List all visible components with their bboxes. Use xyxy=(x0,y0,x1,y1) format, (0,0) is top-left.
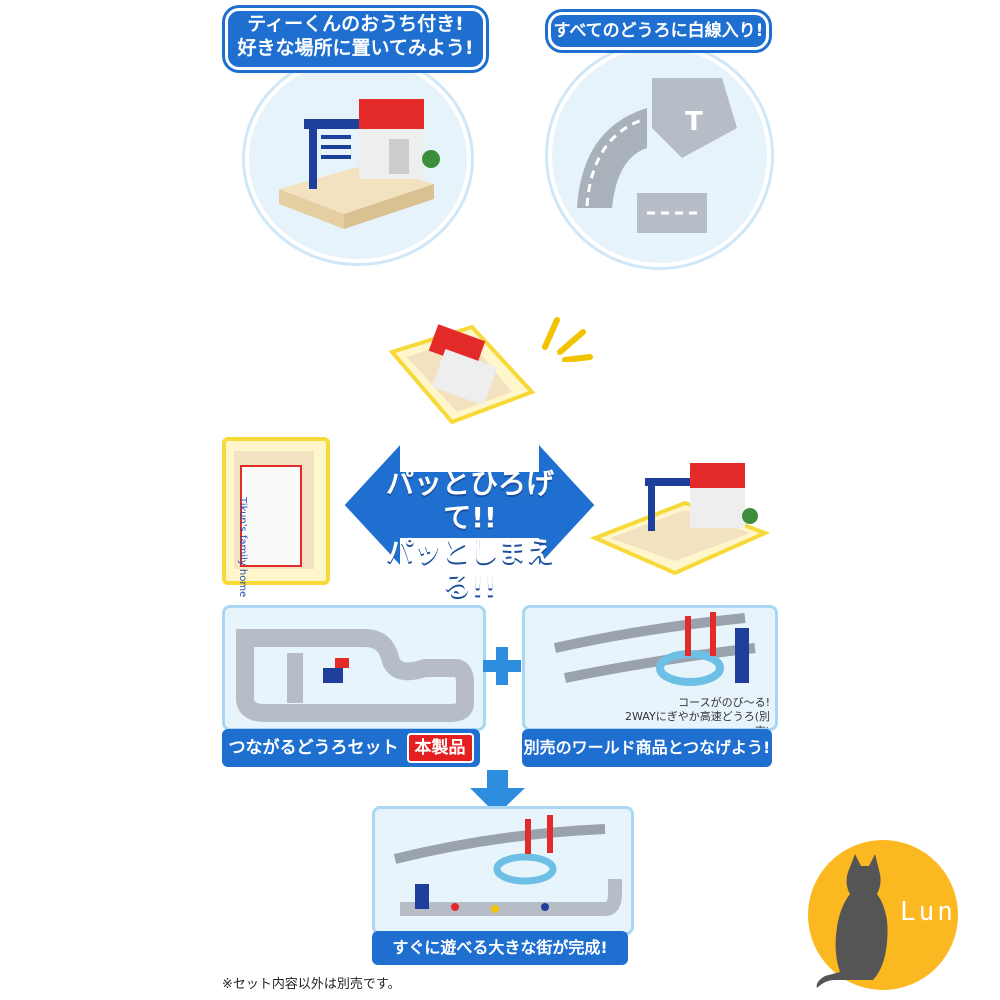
world-products-caption-text: 別売のワールド商品とつなげよう! xyxy=(523,738,771,757)
completed-city-caption: すぐに遊べる大きな街が完成! xyxy=(372,931,628,965)
city-layout-icon xyxy=(393,815,622,916)
road-pieces-icon: T xyxy=(577,78,737,233)
open-close-line1: パッとひろげて!! xyxy=(385,467,554,534)
luna-logo-text: Luna xyxy=(900,897,975,927)
highway-icon xyxy=(553,612,756,686)
down-arrow-icon xyxy=(470,770,525,815)
plus-icon xyxy=(483,647,521,685)
house-icon xyxy=(279,99,440,229)
box-label-text: Tikun's family home xyxy=(237,497,248,598)
road-callout-text: すべてのどうろに白線入り! xyxy=(553,21,764,41)
highway-note-line1: コースがのび〜る! xyxy=(678,696,770,709)
road-set-caption-text: つながるどうろセット xyxy=(228,738,399,758)
road-set-caption: つながるどうろセット本製品 xyxy=(222,729,480,767)
highway-note: コースがのび〜る! 2WAYにぎやか高速どうろ(別売) xyxy=(625,696,770,728)
road-pieces-circle: T xyxy=(548,44,771,267)
road-set-panel xyxy=(222,605,486,731)
opening-house-image xyxy=(382,312,542,437)
world-products-caption: 別売のワールド商品とつなげよう! xyxy=(522,729,772,767)
this-product-badge: 本製品 xyxy=(406,733,474,763)
house-callout-line1: ティーくんのおうち付き! xyxy=(247,13,464,35)
completed-city-panel xyxy=(372,806,634,935)
world-products-panel: コースがのび〜る! 2WAYにぎやか高速どうろ(別売) xyxy=(522,605,778,731)
svg-text:T: T xyxy=(685,107,703,137)
road-layout-icon xyxy=(236,629,474,722)
burst-lines-icon xyxy=(542,317,593,362)
footnote: ※セット内容以外は別売です。 xyxy=(222,977,401,992)
house-callout: ティーくんのおうち付き! 好きな場所に置いてみよう! xyxy=(225,8,486,70)
double-arrow-icon xyxy=(342,435,597,575)
open-close-text: パッとひろげて!! パッとしまえる!! xyxy=(360,467,580,603)
opened-house-image xyxy=(589,448,771,576)
house-illustration-circle xyxy=(245,55,471,263)
cat-silhouette-icon xyxy=(816,854,888,988)
house-callout-line2: 好きな場所に置いてみよう! xyxy=(237,36,474,59)
open-close-line2: パッとしまえる!! xyxy=(385,535,554,602)
folded-box-image: Tikun's family home xyxy=(222,437,330,597)
highway-note-line2: 2WAYにぎやか高速どうろ(別売) xyxy=(625,710,770,728)
opening-house-icon xyxy=(388,324,536,425)
road-callout: すべてのどうろに白線入り! xyxy=(548,12,769,50)
opened-house-icon xyxy=(589,463,771,576)
completed-city-caption-text: すぐに遊べる大きな街が完成! xyxy=(392,938,608,957)
